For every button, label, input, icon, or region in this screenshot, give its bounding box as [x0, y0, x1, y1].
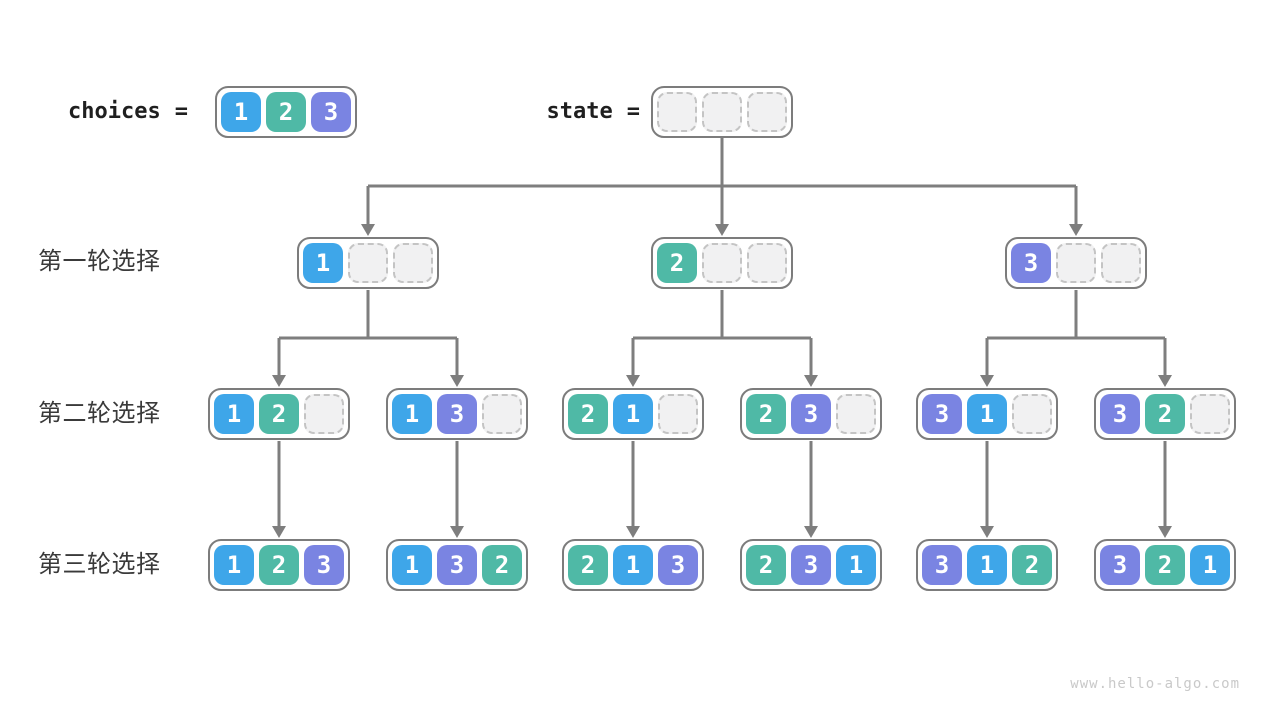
cell-empty — [393, 243, 433, 283]
watermark: www.hello-algo.com — [1070, 676, 1240, 692]
cell-1: 1 — [392, 394, 432, 434]
cell-empty — [658, 394, 698, 434]
node-1: 1 — [297, 237, 439, 289]
row-label-round-1: 第一轮选择 — [38, 248, 161, 275]
node-3: 3 — [1005, 237, 1147, 289]
cell-3: 3 — [304, 545, 344, 585]
cell-3: 3 — [1100, 545, 1140, 585]
cell-3: 3 — [1100, 394, 1140, 434]
cell-3: 3 — [791, 394, 831, 434]
choices-equals: = — [174, 99, 188, 124]
cell-empty — [1101, 243, 1141, 283]
cell-2: 2 — [259, 394, 299, 434]
cell-2: 2 — [1012, 545, 1052, 585]
cell-1: 1 — [613, 394, 653, 434]
cell-3: 3 — [791, 545, 831, 585]
cell-empty — [482, 394, 522, 434]
state-label: state = — [476, 99, 640, 125]
cell-1: 1 — [613, 545, 653, 585]
cell-2: 2 — [746, 545, 786, 585]
cell-2: 2 — [259, 545, 299, 585]
cell-1: 1 — [303, 243, 343, 283]
cell-empty — [836, 394, 876, 434]
cell-2: 2 — [1145, 394, 1185, 434]
row-label-round-3: 第三轮选择 — [38, 551, 161, 578]
cell-2: 2 — [568, 394, 608, 434]
cell-3: 3 — [437, 394, 477, 434]
connector-state-to-round1 — [366, 138, 1078, 226]
cell-empty — [304, 394, 344, 434]
cell-empty — [1012, 394, 1052, 434]
cell-2: 2 — [482, 545, 522, 585]
connector-round2-to-round3 — [277, 441, 1167, 528]
cell-3: 3 — [311, 92, 351, 132]
cell-2: 2 — [568, 545, 608, 585]
cell-1: 1 — [214, 545, 254, 585]
choices-label: choices = — [24, 99, 188, 125]
cell-3: 3 — [437, 545, 477, 585]
cell-empty — [1056, 243, 1096, 283]
cell-1: 1 — [214, 394, 254, 434]
cell-3: 3 — [922, 545, 962, 585]
cell-empty — [657, 92, 697, 132]
cell-1: 1 — [967, 394, 1007, 434]
state-equals: = — [626, 99, 640, 124]
cell-3: 3 — [658, 545, 698, 585]
cell-empty — [702, 92, 742, 132]
cell-2: 2 — [746, 394, 786, 434]
arrowheads — [272, 224, 1172, 538]
cell-1: 1 — [836, 545, 876, 585]
cell-1: 1 — [221, 92, 261, 132]
connector-round1-to-round2 — [277, 290, 1167, 377]
cell-2: 2 — [266, 92, 306, 132]
state-word: state — [546, 99, 613, 124]
cell-empty — [1190, 394, 1230, 434]
cell-empty — [348, 243, 388, 283]
cell-1: 1 — [1190, 545, 1230, 585]
cell-3: 3 — [922, 394, 962, 434]
cell-2: 2 — [1145, 545, 1185, 585]
cell-empty — [747, 92, 787, 132]
cell-1: 1 — [392, 545, 432, 585]
row-label-round-2: 第二轮选择 — [38, 400, 161, 427]
node-2: 2 — [651, 237, 793, 289]
choices-word: choices — [68, 99, 161, 124]
cell-3: 3 — [1011, 243, 1051, 283]
cell-1: 1 — [967, 545, 1007, 585]
cell-empty — [747, 243, 787, 283]
cell-2: 2 — [657, 243, 697, 283]
state-array — [651, 86, 793, 138]
cell-empty — [702, 243, 742, 283]
